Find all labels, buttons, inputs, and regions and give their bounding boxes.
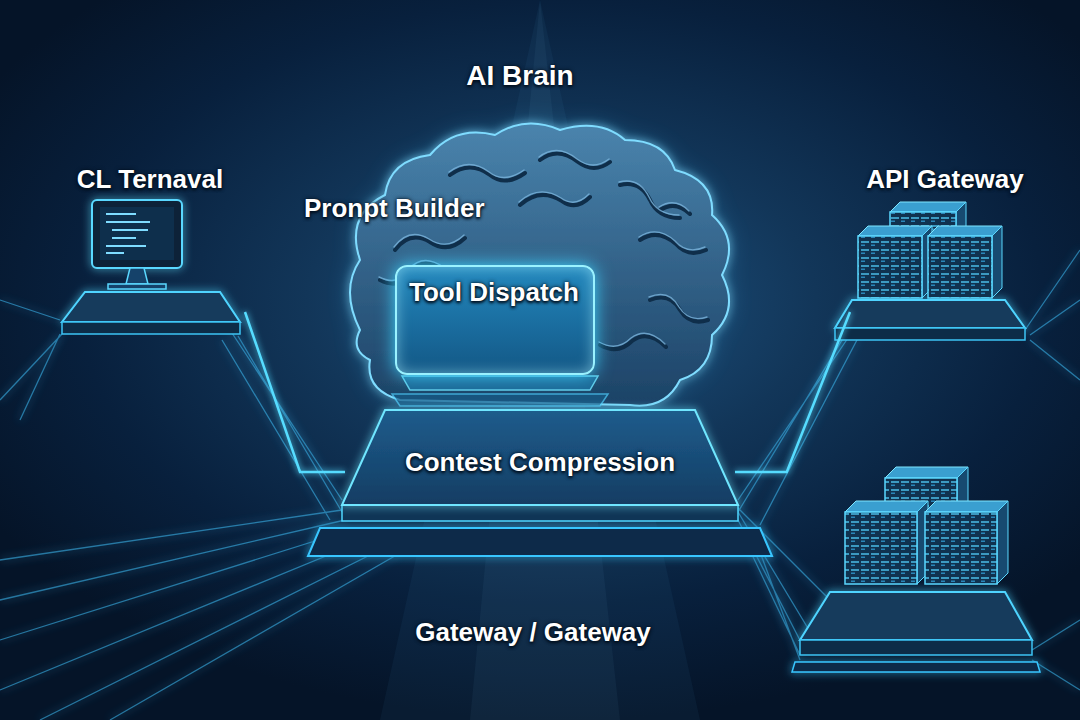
server-top [858,226,932,236]
server-rack [925,512,997,584]
platform-base [308,528,772,556]
node-title: API Gateway [866,162,1024,196]
node-title: CL Ternaval [77,162,223,196]
box-label: Tool Dispatch [409,275,579,309]
server-slab [800,592,1032,640]
server-rack [845,512,917,584]
server-rack [928,236,992,298]
server-rack [858,236,922,298]
platform-node: Contest Compression [345,415,735,510]
terminal-slab [62,292,240,322]
gateway-node: API Gateway [850,160,1040,350]
tool-box: Tool Dispatch [395,265,595,375]
brain-outline [350,124,729,406]
server-top [890,202,966,212]
server-top [928,226,1002,236]
terminal-node: CL Ternaval [55,160,245,350]
terminal-stand [126,268,148,284]
circuit-lines [0,250,1080,720]
server-top [885,467,968,478]
brain-node: AI BrainPronpt BuilderTool Dispatch [300,55,740,400]
platform-label: Contest Compression [405,445,675,479]
server-slab-front [835,328,1025,340]
brain-halo [350,124,729,406]
server-top [845,501,928,512]
label-anchor: Gateway / Gateway [415,615,651,649]
cube-layer [392,394,608,406]
terminal-slab-front [62,322,240,334]
glow-connector [245,312,345,472]
server-slab [835,300,1025,328]
terminal-code-lines [106,214,150,253]
node-label: Pronpt Builder [304,191,485,225]
bottom-label: Gateway / Gateway [415,615,651,649]
platform-top [342,410,738,505]
glow-connector [735,312,850,472]
terminal-monitor [92,200,182,268]
node-title: AI Brain [466,59,573,93]
server-side [997,501,1008,584]
server-top [925,501,1008,512]
server-slab-front [800,640,1032,655]
terminal-screen [100,207,174,260]
server-side [992,226,1002,298]
server-slab-base [792,662,1040,672]
terminal-base [108,284,166,289]
platform-front [342,505,738,521]
cube-layer [402,376,598,390]
